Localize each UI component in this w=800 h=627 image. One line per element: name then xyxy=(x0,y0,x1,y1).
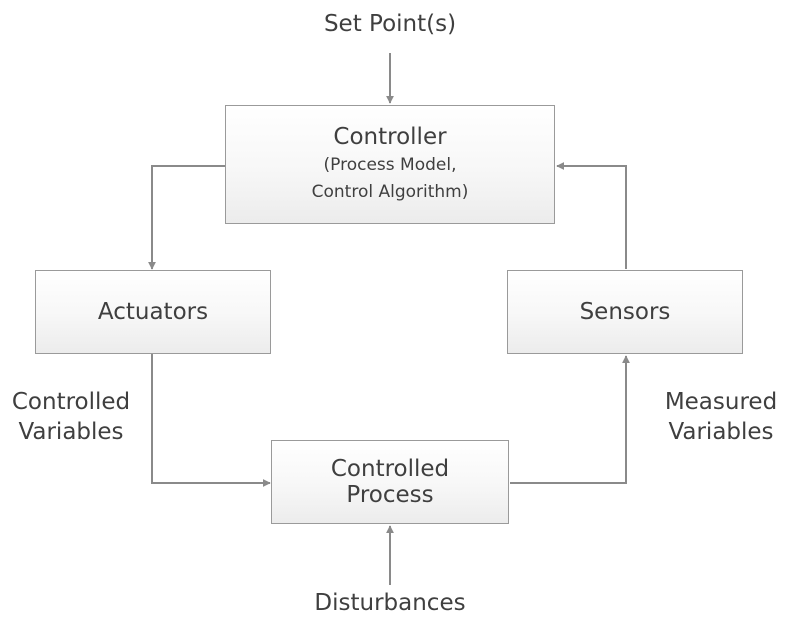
controlled-process-box: Controlled Process xyxy=(271,440,509,524)
set-point-text: Set Point(s) xyxy=(323,11,457,37)
controller-title: Controller xyxy=(333,124,447,151)
controlled-variables-label: Controlled Variables xyxy=(0,388,142,448)
sensors-to-controller-arrow xyxy=(556,162,627,269)
controller-detail-line1: (Process Model, xyxy=(323,155,457,176)
disturbances-label: Disturbances xyxy=(290,589,490,619)
measured-variables-line1: Measured xyxy=(664,389,778,415)
process-to-sensors-arrow xyxy=(510,355,630,484)
measured-variables-line2: Variables xyxy=(668,418,774,445)
actuators-to-process-arrow xyxy=(151,353,271,487)
controlled-process-line1: Controlled xyxy=(330,456,450,482)
controlled-variables-line2: Variables xyxy=(18,418,124,445)
sensors-box: Sensors xyxy=(507,270,743,354)
controller-box: Controller (Process Model, Control Algor… xyxy=(225,105,555,224)
actuators-label: Actuators xyxy=(97,299,209,325)
controller-to-actuators-arrow xyxy=(148,165,225,270)
actuators-box: Actuators xyxy=(35,270,271,354)
controlled-variables-line1: Controlled xyxy=(11,389,131,415)
controller-detail-line2: Control Algorithm) xyxy=(311,181,469,202)
measured-variables-label: Measured Variables xyxy=(648,388,794,448)
sensors-label: Sensors xyxy=(579,299,671,325)
disturbances-text: Disturbances xyxy=(314,590,466,616)
controlled-process-line2: Process xyxy=(346,482,434,508)
set-point-label: Set Point(s) xyxy=(300,10,480,40)
